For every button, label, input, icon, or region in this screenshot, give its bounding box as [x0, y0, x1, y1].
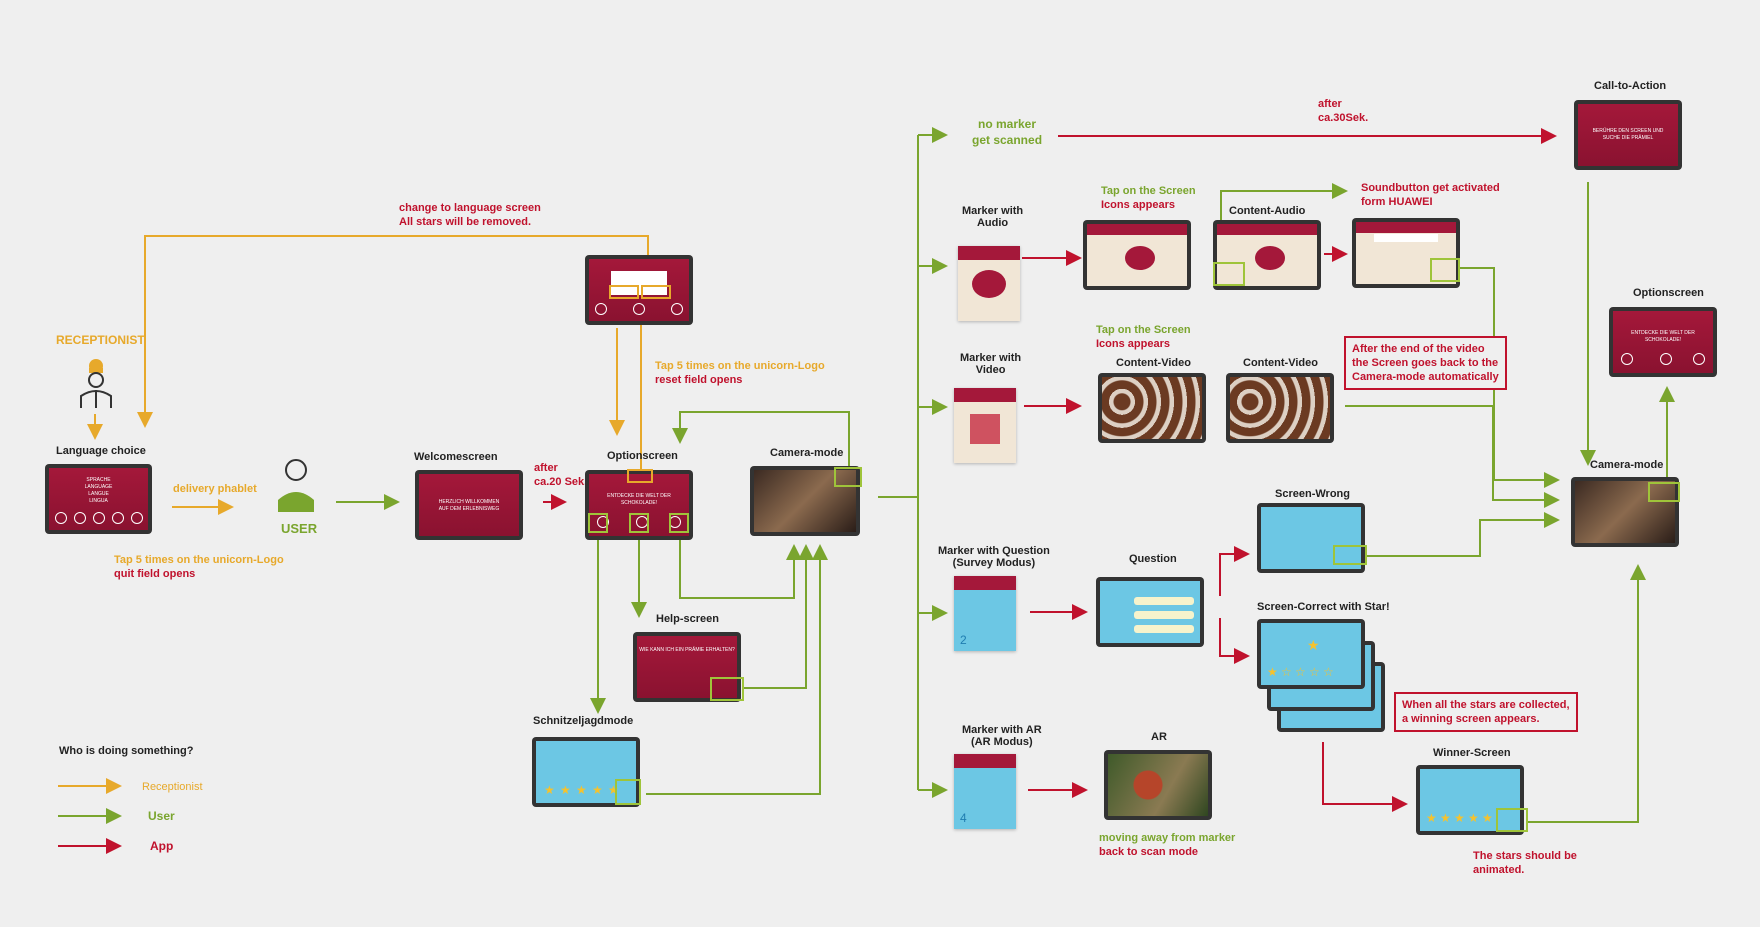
language-choice-label: Language choice	[56, 445, 146, 457]
user-icon	[276, 456, 316, 514]
camera-mode-right-label: Camera-mode	[1590, 459, 1664, 471]
soundbutton-note-1: Soundbutton get activated	[1361, 182, 1500, 194]
tap-reset-note-2: reset field opens	[655, 374, 743, 386]
camera-mode-label: Camera-mode	[770, 447, 844, 459]
tap-quit-note-1: Tap 5 times on the unicorn-Logo	[114, 554, 284, 566]
marker-audio-label: Marker with Audio	[962, 205, 1024, 229]
after30-note-1: after	[1318, 98, 1342, 110]
audio-screen-1[interactable]	[1083, 220, 1191, 290]
after20-note-1: after	[534, 462, 558, 474]
tap-reset-note-1: Tap 5 times on the unicorn-Logo	[655, 360, 825, 372]
winner-screen-label: Winner-Screen	[1433, 747, 1511, 759]
welcomescreen-screen[interactable]: HERZLICH WILLKOMMEN AUF DEM ERLEBNISWEG	[415, 470, 523, 540]
camera-mode-right-screen[interactable]	[1571, 477, 1679, 547]
camera-close-highlight[interactable]	[834, 467, 862, 487]
audio-huawei-screen[interactable]	[1352, 218, 1460, 288]
chef-receptionist-icon	[78, 358, 114, 410]
legend-app: App	[150, 839, 174, 853]
call-to-action-label: Call-to-Action	[1594, 80, 1667, 92]
help-close-highlight[interactable]	[710, 677, 744, 701]
ar-screen[interactable]	[1104, 750, 1212, 820]
after20-note-2: ca.20 Sek.	[534, 476, 588, 488]
question-screen[interactable]	[1096, 577, 1204, 647]
legend-receptionist: Receptionist	[142, 781, 203, 793]
marker-question-card: 2	[954, 576, 1016, 651]
after-video-note: After the end of the video the Screen go…	[1344, 336, 1507, 390]
wrong-camera-highlight[interactable]	[1333, 545, 1367, 565]
help-screen[interactable]: WIE KANN ICH EIN PRÄMIE ERHALTEN?	[633, 632, 741, 702]
tap-icons-video-note-1: Tap on the Screen	[1096, 324, 1191, 336]
content-audio-label: Content-Audio	[1229, 205, 1306, 217]
tap-icons-video-note-2: Icons appears	[1096, 338, 1170, 350]
delivery-note: delivery phablet	[173, 483, 257, 495]
reset-field-screen[interactable]	[585, 255, 693, 325]
marker-question-label: Marker with Question (Survey Modus)	[938, 545, 1050, 569]
change-lang-note-2: All stars will be removed.	[399, 216, 532, 228]
marker-ar-label: Marker with AR (AR Modus)	[962, 724, 1042, 748]
schnitzeljagdmode-screen[interactable]: ★★★★★	[532, 737, 640, 807]
language-choice-screen[interactable]: SPRACHE LANGUAGE LANGUE LINGUA	[45, 464, 152, 534]
winner-screen[interactable]: ★★★★★	[1416, 765, 1524, 835]
question-label: Question	[1129, 553, 1177, 565]
call-to-action-screen[interactable]: BERÜHRE DEN SCREEN UND SUCHE DIE PRÄMIEL	[1574, 100, 1682, 170]
moving-away-note-2: back to scan mode	[1099, 846, 1199, 858]
legend-user: User	[148, 809, 175, 823]
screen-correct-1[interactable]: ★ ★☆☆☆☆	[1257, 619, 1365, 689]
marker-video-card	[954, 388, 1016, 463]
tap-quit-note-2: quit field opens	[114, 568, 196, 580]
stars-animated-note-1: The stars should be	[1473, 850, 1577, 862]
receptionist-label: RECEPTIONIST	[56, 333, 145, 347]
content-video-2-screen[interactable]	[1226, 373, 1334, 443]
unicorn-logo-highlight[interactable]	[627, 469, 653, 483]
content-video-1-screen[interactable]	[1098, 373, 1206, 443]
optionscreen-label: Optionscreen	[607, 450, 678, 462]
tap-icons-audio-note-2: Icons appears	[1101, 199, 1175, 211]
no-marker-note-2: get scanned	[972, 133, 1043, 147]
screen-wrong-label: Screen-Wrong	[1275, 488, 1350, 500]
winner-camera-highlight[interactable]	[1496, 808, 1528, 832]
option-info-highlight[interactable]	[629, 513, 649, 533]
tap-icons-audio-note-1: Tap on the Screen	[1101, 185, 1196, 197]
moving-away-note-1: moving away from marker	[1099, 832, 1236, 844]
content-video-1-label: Content-Video	[1116, 357, 1191, 369]
optionscreen-right-label: Optionscreen	[1633, 287, 1704, 299]
ar-label: AR	[1151, 731, 1167, 743]
soundbutton-note-2: form HUAWEI	[1361, 196, 1433, 208]
marker-audio-card	[958, 246, 1020, 321]
content-audio-sound-highlight[interactable]	[1213, 262, 1245, 286]
camera-right-close-highlight[interactable]	[1648, 482, 1680, 502]
change-lang-note-1: change to language screen	[399, 202, 541, 214]
audio-sound-highlight[interactable]	[1430, 258, 1460, 282]
option-camera-highlight[interactable]	[669, 513, 689, 533]
marker-video-label: Marker with Video	[960, 352, 1022, 376]
no-marker-note-1: no marker	[978, 117, 1037, 131]
marker-ar-card: 4	[954, 754, 1016, 829]
content-video-2-label: Content-Video	[1243, 357, 1318, 369]
content-audio-screen[interactable]	[1213, 220, 1321, 290]
option-help-highlight[interactable]	[588, 513, 608, 533]
user-label: USER	[281, 521, 318, 536]
screen-correct-label: Screen-Correct with Star!	[1257, 601, 1390, 613]
all-stars-note: When all the stars are collected, a winn…	[1394, 692, 1578, 732]
schnitzeljagdmode-label: Schnitzeljagdmode	[533, 715, 634, 727]
after30-note-2: ca.30Sek.	[1318, 112, 1369, 124]
welcomescreen-label: Welcomescreen	[414, 451, 498, 463]
legend-title: Who is doing something?	[59, 745, 194, 757]
optionscreen-right-screen[interactable]: ENTDECKE DIE WELT DER SCHOKOLADE!	[1609, 307, 1717, 377]
schnitzel-camera-highlight[interactable]	[615, 779, 641, 805]
camera-mode-screen[interactable]	[750, 466, 860, 536]
stars-animated-note-2: animated.	[1473, 864, 1525, 876]
screen-wrong[interactable]	[1257, 503, 1365, 573]
help-screen-label: Help-screen	[656, 613, 719, 625]
